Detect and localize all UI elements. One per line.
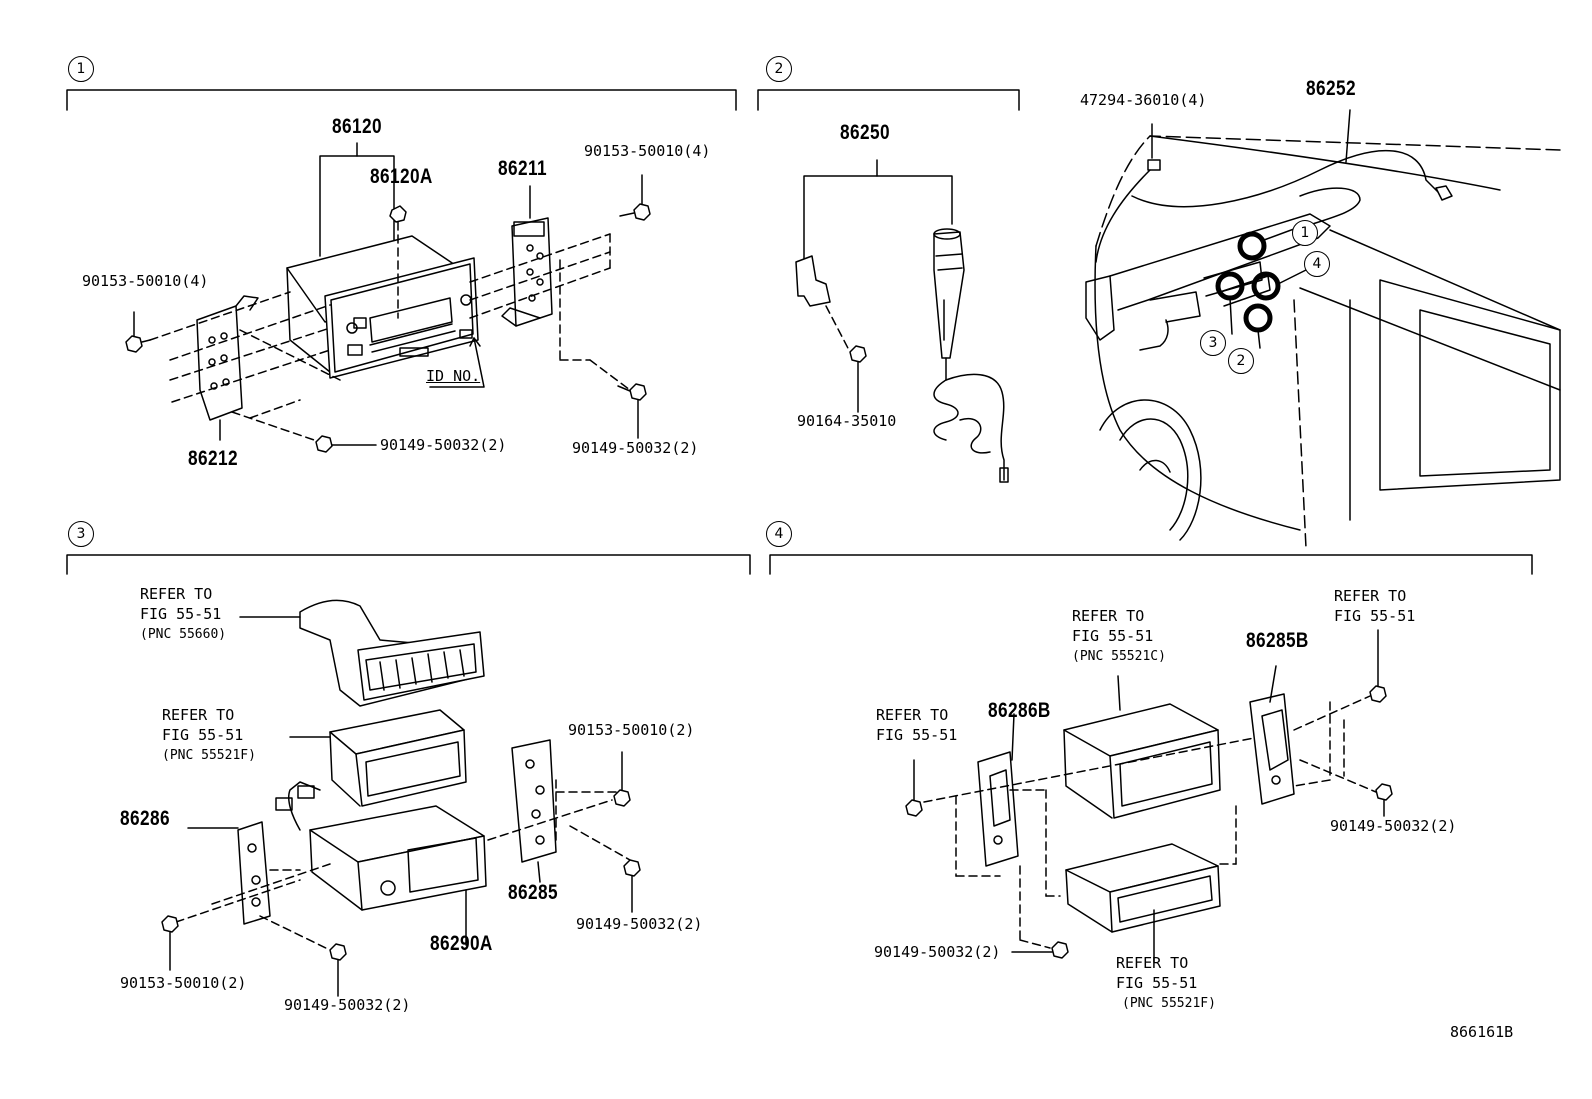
label-screw-90149-s3-left: 90149-50032(2) bbox=[284, 996, 411, 1014]
assembly-lines-3 bbox=[175, 779, 631, 951]
label-86252: 86252 bbox=[1306, 77, 1356, 100]
microphone-86250 bbox=[795, 159, 1009, 483]
label-refer-right-l2: FIG 55-51 bbox=[1334, 607, 1416, 625]
diagram-code: 866161B bbox=[1450, 1023, 1514, 1041]
callout-1: 1 bbox=[1292, 220, 1318, 246]
label-refer-55660-l2: FIG 55-51 bbox=[140, 605, 222, 623]
label-refer-right-l1: REFER TO bbox=[1334, 587, 1407, 605]
section-number-2: 2 bbox=[766, 56, 792, 82]
callout-4: 4 bbox=[1304, 251, 1330, 277]
bracket-86286B bbox=[977, 713, 1019, 867]
radio-head-unit bbox=[286, 142, 479, 379]
label-86120: 86120 bbox=[332, 115, 382, 138]
label-refer-left-l1: REFER TO bbox=[876, 706, 949, 724]
label-bolt-90153-right: 90153-50010(4) bbox=[584, 142, 711, 160]
duct-55660 bbox=[239, 599, 485, 707]
label-refer-55521C-l3: (PNC 55521C) bbox=[1072, 649, 1166, 664]
label-86250: 86250 bbox=[840, 121, 890, 144]
bracket-86212 bbox=[196, 295, 259, 441]
callout-2: 2 bbox=[1228, 348, 1254, 374]
label-screw-90149-s3-right: 90149-50032(2) bbox=[576, 915, 703, 933]
bracket-86286 bbox=[187, 821, 271, 925]
label-86290A: 86290A bbox=[430, 932, 493, 955]
fasteners-3 bbox=[161, 751, 641, 997]
label-bolt-90153-s3-right: 90153-50010(2) bbox=[568, 721, 695, 739]
vehicle-view bbox=[1085, 109, 1561, 549]
label-refer-55521F-s4-l1: REFER TO bbox=[1116, 954, 1189, 972]
label-refer-left-l2: FIG 55-51 bbox=[876, 726, 958, 744]
label-86285B: 86285B bbox=[1246, 629, 1309, 652]
pocket-55521F-s4 bbox=[1065, 843, 1221, 963]
label-id-no: ID NO. bbox=[426, 367, 481, 385]
label-screw-90149-left: 90149-50032(2) bbox=[380, 436, 507, 454]
assembly-lines-4 bbox=[923, 695, 1377, 949]
label-refer-55521F-s4-l3: (PNC 55521F) bbox=[1122, 996, 1216, 1011]
label-86286B: 86286B bbox=[988, 699, 1051, 722]
label-clip-47294: 47294-36010(4) bbox=[1080, 91, 1207, 109]
label-screw-90164: 90164-35010 bbox=[797, 412, 897, 430]
label-86285: 86285 bbox=[508, 881, 558, 904]
pocket-55521F-s3 bbox=[289, 709, 467, 807]
label-86211: 86211 bbox=[498, 157, 547, 180]
label-86120A: 86120A bbox=[370, 165, 433, 188]
section-number-3: 3 bbox=[68, 521, 94, 547]
section-number-4: 4 bbox=[766, 521, 792, 547]
section-frames bbox=[66, 89, 1533, 575]
label-screw-90149-s4-left: 90149-50032(2) bbox=[874, 943, 1001, 961]
label-bolt-90153-left: 90153-50010(4) bbox=[82, 272, 209, 290]
label-refer-55660-l3: (PNC 55660) bbox=[140, 627, 227, 642]
bracket-86285B bbox=[1249, 665, 1295, 805]
callout-3: 3 bbox=[1200, 330, 1226, 356]
assembly-lines-1 bbox=[149, 233, 631, 443]
label-refer-55660-l1: REFER TO bbox=[140, 585, 213, 603]
knob-86120A bbox=[389, 205, 407, 319]
label-86286: 86286 bbox=[120, 807, 170, 830]
pocket-55521C bbox=[1063, 675, 1221, 819]
fasteners-1 bbox=[125, 174, 651, 453]
section-number-1: 1 bbox=[68, 56, 94, 82]
label-refer-55521F-l1: REFER TO bbox=[162, 706, 235, 724]
label-86212: 86212 bbox=[188, 447, 238, 470]
label-bolt-90153-s3-left: 90153-50010(2) bbox=[120, 974, 247, 992]
label-refer-55521F-l3: (PNC 55521F) bbox=[162, 748, 256, 763]
label-refer-55521F-s4-l2: FIG 55-51 bbox=[1116, 974, 1198, 992]
label-screw-90149-s4-right: 90149-50032(2) bbox=[1330, 817, 1457, 835]
fasteners-4 bbox=[905, 629, 1393, 959]
label-refer-55521F-l2: FIG 55-51 bbox=[162, 726, 244, 744]
bracket-86285 bbox=[511, 739, 557, 883]
unit-86290A bbox=[275, 781, 487, 946]
label-refer-55521C-l2: FIG 55-51 bbox=[1072, 627, 1154, 645]
label-refer-55521C-l1: REFER TO bbox=[1072, 607, 1145, 625]
label-screw-90149-right: 90149-50032(2) bbox=[572, 439, 699, 457]
